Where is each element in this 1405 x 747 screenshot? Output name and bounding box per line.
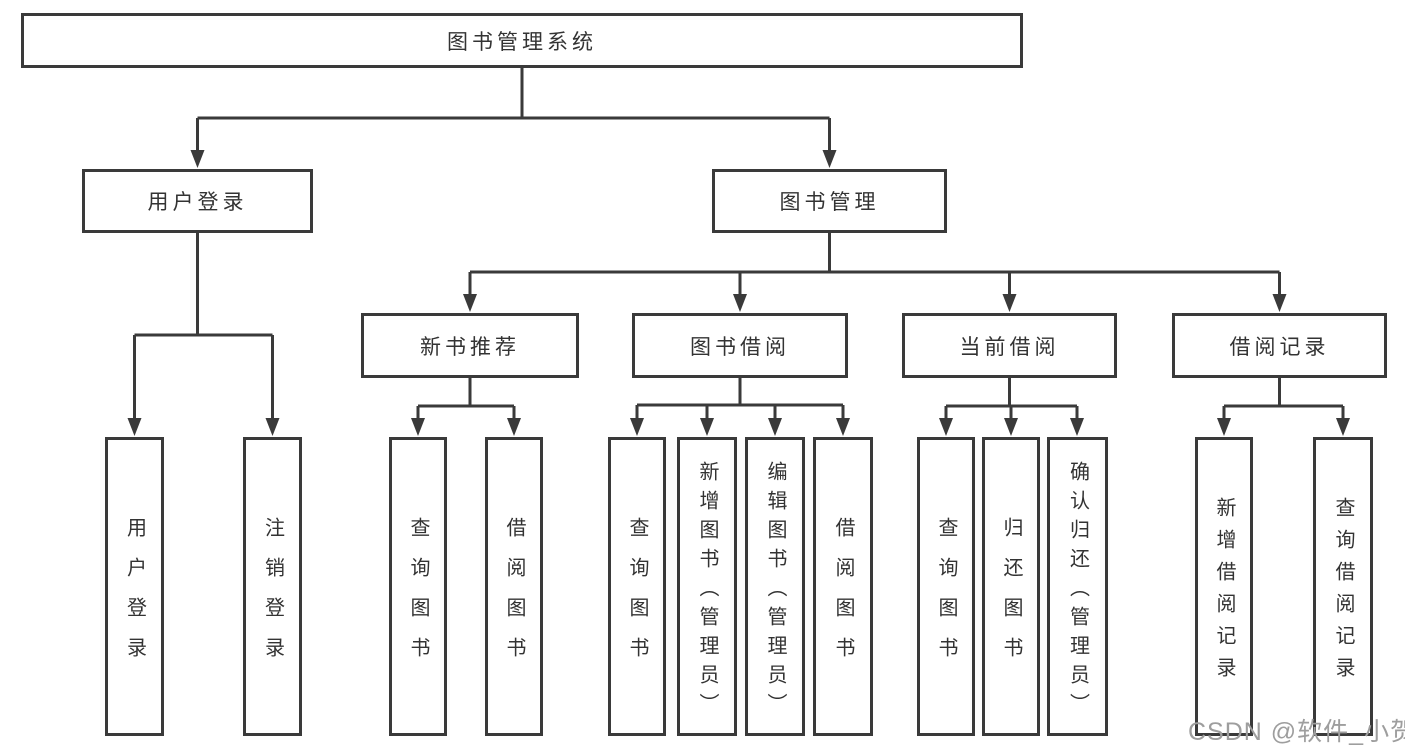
arrow-leaf-logout: [265, 418, 280, 436]
arrow-leaf-user-login: [127, 418, 142, 436]
arrow-leaf-query-books-b: [630, 418, 644, 436]
leaf-query-books-current: 查询图书: [917, 437, 975, 736]
leaf-logout-label: 注销登录: [261, 516, 284, 677]
leaf-borrow-books-recommend-label: 借阅图书: [503, 516, 525, 677]
leaf-add-borrow-record: 新增借阅记录: [1195, 437, 1253, 736]
leaf-confirm-return-admin-label: 确认归还（管理员）: [1066, 460, 1089, 722]
arrow-book-management: [822, 150, 837, 168]
arrow-leaf-return-books: [1004, 418, 1018, 436]
leaf-query-books-current-label: 查询图书: [935, 516, 957, 677]
leaf-borrow-books-recommend: 借阅图书: [485, 437, 543, 736]
node-user-login: 用户登录: [82, 169, 313, 233]
node-book-borrow-label: 图书借阅: [690, 335, 790, 359]
leaf-query-borrow-record: 查询借阅记录: [1313, 437, 1373, 736]
leaf-query-books-borrow-label: 查询图书: [626, 516, 648, 677]
arrow-book-borrow: [733, 294, 747, 312]
leaf-return-books-label: 归还图书: [1000, 516, 1022, 677]
edge-book-management-to-level3: [468, 233, 1281, 296]
leaf-confirm-return-admin: 确认归还（管理员）: [1047, 437, 1108, 736]
leaf-query-books-borrow: 查询图书: [608, 437, 666, 736]
node-book-borrow: 图书借阅: [632, 313, 848, 378]
arrow-user-login: [190, 150, 205, 168]
arrow-borrow-records: [1272, 294, 1287, 312]
node-borrow-records: 借阅记录: [1172, 313, 1387, 378]
leaf-borrow-books-label: 借阅图书: [832, 516, 854, 677]
node-book-management-label: 图书管理: [779, 191, 880, 214]
leaf-return-books: 归还图书: [982, 437, 1040, 736]
arrow-leaf-edit-books: [768, 418, 782, 436]
leaf-edit-books-admin: 编辑图书（管理员）: [745, 437, 805, 736]
leaf-add-books-admin-label: 新增图书（管理员）: [696, 460, 718, 722]
leaf-query-books-recommend-label: 查询图书: [407, 516, 429, 677]
arrow-new-book-recommend: [463, 294, 477, 312]
leaf-add-borrow-record-label: 新增借阅记录: [1213, 496, 1235, 689]
leaf-logout: 注销登录: [243, 437, 302, 736]
arrow-leaf-confirm-return: [1070, 418, 1084, 436]
arrow-leaf-borrow-books-a: [507, 418, 521, 436]
arrow-leaf-borrow-books-b: [836, 418, 850, 436]
leaf-edit-books-admin-label: 编辑图书（管理员）: [764, 460, 786, 722]
edge-user-login-to-leaves: [133, 233, 274, 420]
leaf-borrow-books: 借阅图书: [813, 437, 873, 736]
edge-current-borrow-to-leaves: [944, 378, 1079, 420]
leaf-query-books-recommend: 查询图书: [389, 437, 447, 736]
arrow-leaf-query-borrow-record: [1336, 418, 1350, 436]
arrow-leaf-add-borrow-record: [1217, 418, 1231, 436]
node-user-login-label: 用户登录: [147, 191, 248, 214]
arrow-leaf-query-books-a: [411, 418, 425, 436]
node-borrow-records-label: 借阅记录: [1229, 335, 1330, 359]
arrowheads: [127, 150, 1350, 436]
node-current-borrow: 当前借阅: [902, 313, 1117, 378]
node-library-system-label: 图书管理系统: [447, 30, 597, 54]
leaf-user-login: 用户登录: [105, 437, 164, 736]
node-new-book-recommend: 新书推荐: [361, 313, 579, 378]
leaf-query-borrow-record-label: 查询借阅记录: [1332, 496, 1354, 689]
node-book-management: 图书管理: [712, 169, 947, 233]
edge-root-to-level2: [196, 68, 831, 152]
arrow-current-borrow: [1002, 294, 1017, 312]
node-current-borrow-label: 当前借阅: [959, 335, 1060, 359]
leaf-user-login-label: 用户登录: [123, 516, 146, 677]
leaf-add-books-admin: 新增图书（管理员）: [677, 437, 737, 736]
csdn-watermark: CSDN @软件_小贺同学: [1188, 718, 1405, 746]
edge-new-book-recommend-to-leaves: [416, 378, 516, 420]
edge-borrow-records-to-leaves: [1222, 378, 1345, 420]
arrow-leaf-add-books: [700, 418, 714, 436]
node-library-system: 图书管理系统: [21, 13, 1023, 68]
edge-book-borrow-to-leaves: [635, 378, 845, 420]
node-new-book-recommend-label: 新书推荐: [420, 335, 520, 359]
arrow-leaf-query-books-c: [939, 418, 953, 436]
